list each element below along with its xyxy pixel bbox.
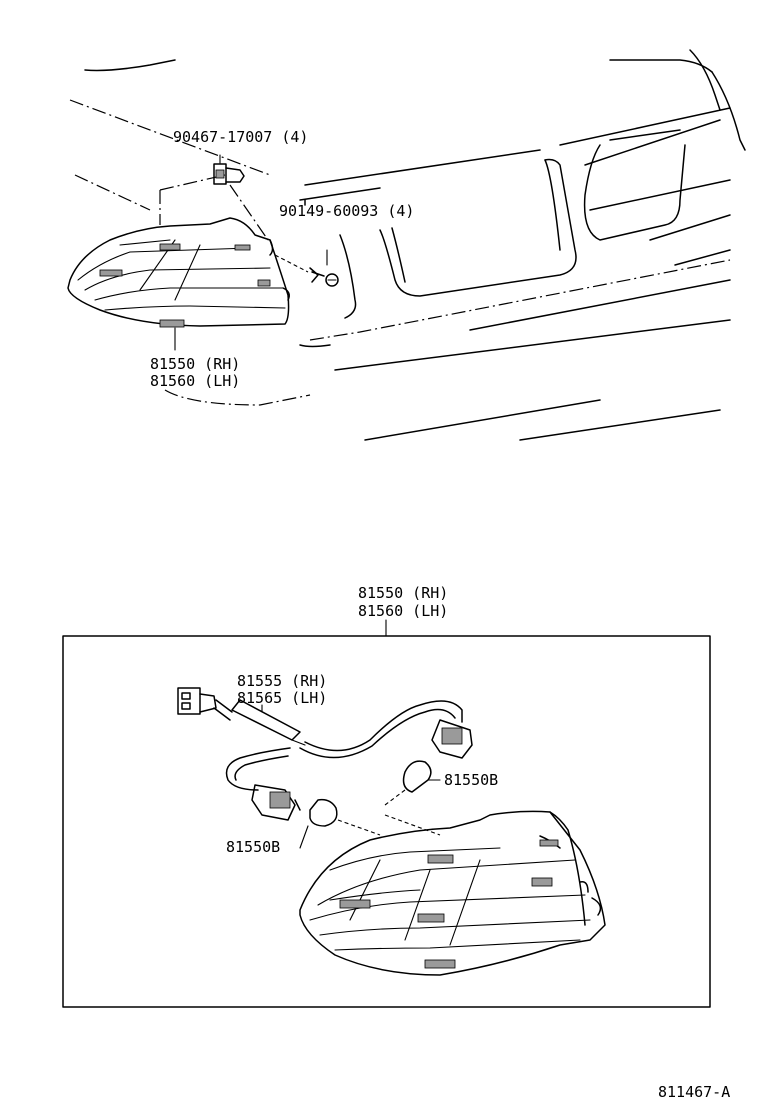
bulb-lower-icon <box>299 798 338 849</box>
tail-lamp-exploded-view <box>299 810 606 976</box>
lamp-box-rh-part-number: 81550 (RH) <box>358 584 448 602</box>
screw-icon <box>274 249 339 287</box>
exploded-view-frame <box>62 619 711 1008</box>
guide-line <box>384 814 441 836</box>
screw-part-number: 90149-60093 (4) <box>279 202 414 220</box>
guide-line <box>384 789 406 806</box>
socket-lh-part-number: 81565 (LH) <box>237 689 327 707</box>
socket-rh-part-number: 81555 (RH) <box>237 672 327 690</box>
bulb-upper-part-number: 81550B <box>444 771 498 789</box>
bulb-lower-part-number: 81550B <box>226 838 280 856</box>
diagram-id: 811467-A <box>658 1083 730 1101</box>
lamp-top-rh-part-number: 81550 (RH) <box>150 355 240 373</box>
clip-part-number: 90467-17007 (4) <box>173 128 308 146</box>
lamp-top-lh-part-number: 81560 (LH) <box>150 372 240 390</box>
guide-line <box>337 819 381 836</box>
socket-wire-assembly <box>177 687 473 821</box>
vehicle-rear-body <box>69 49 746 441</box>
bulb-upper-icon <box>402 760 441 793</box>
tail-lamp-top-view <box>67 217 290 351</box>
clip-fastener-icon <box>213 154 245 185</box>
lamp-box-lh-part-number: 81560 (LH) <box>358 602 448 620</box>
